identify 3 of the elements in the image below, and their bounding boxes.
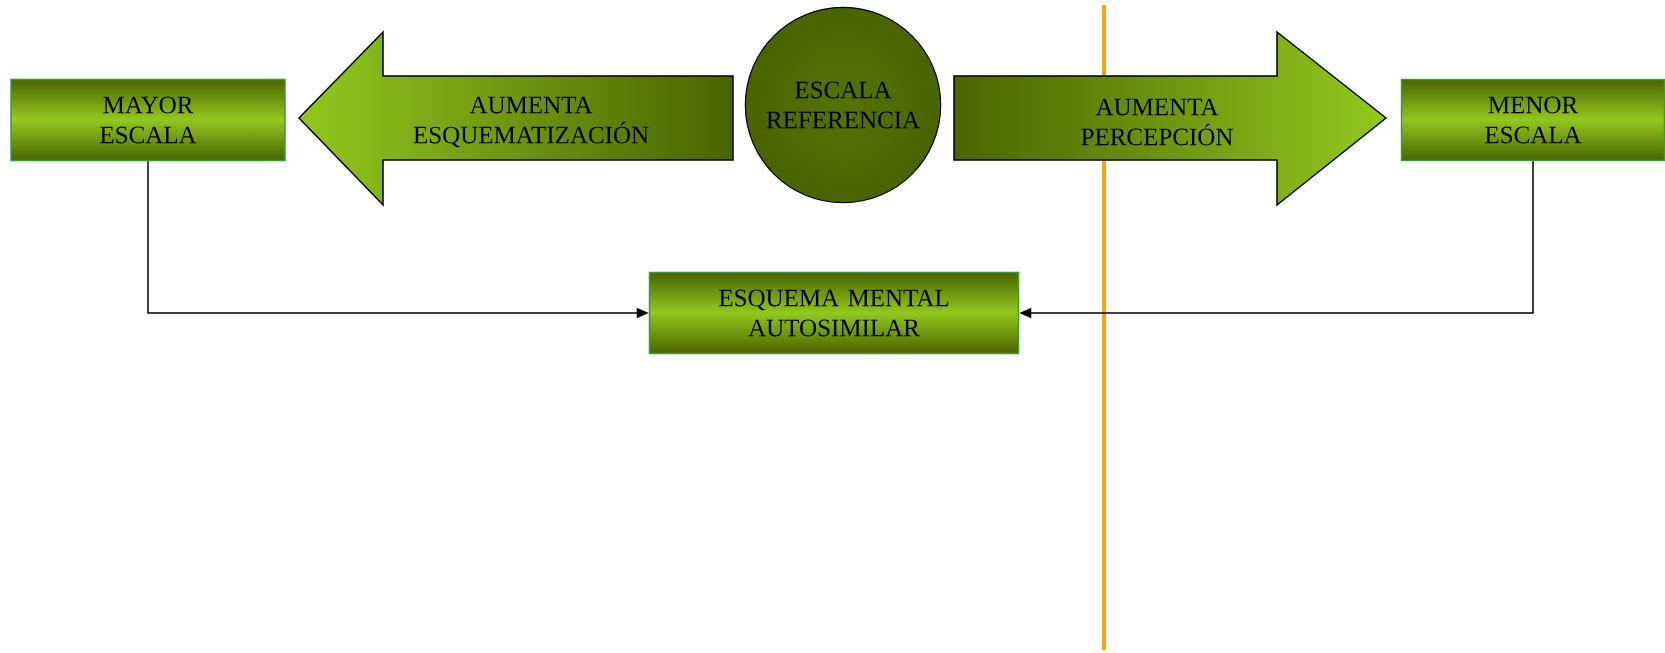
process-box: MENOR ESCALA [1400, 78, 1665, 162]
process-box: ESQUEMA MENTAL AUTOSIMILAR [648, 271, 1020, 355]
process-box: MAYOR ESCALA [10, 78, 286, 162]
